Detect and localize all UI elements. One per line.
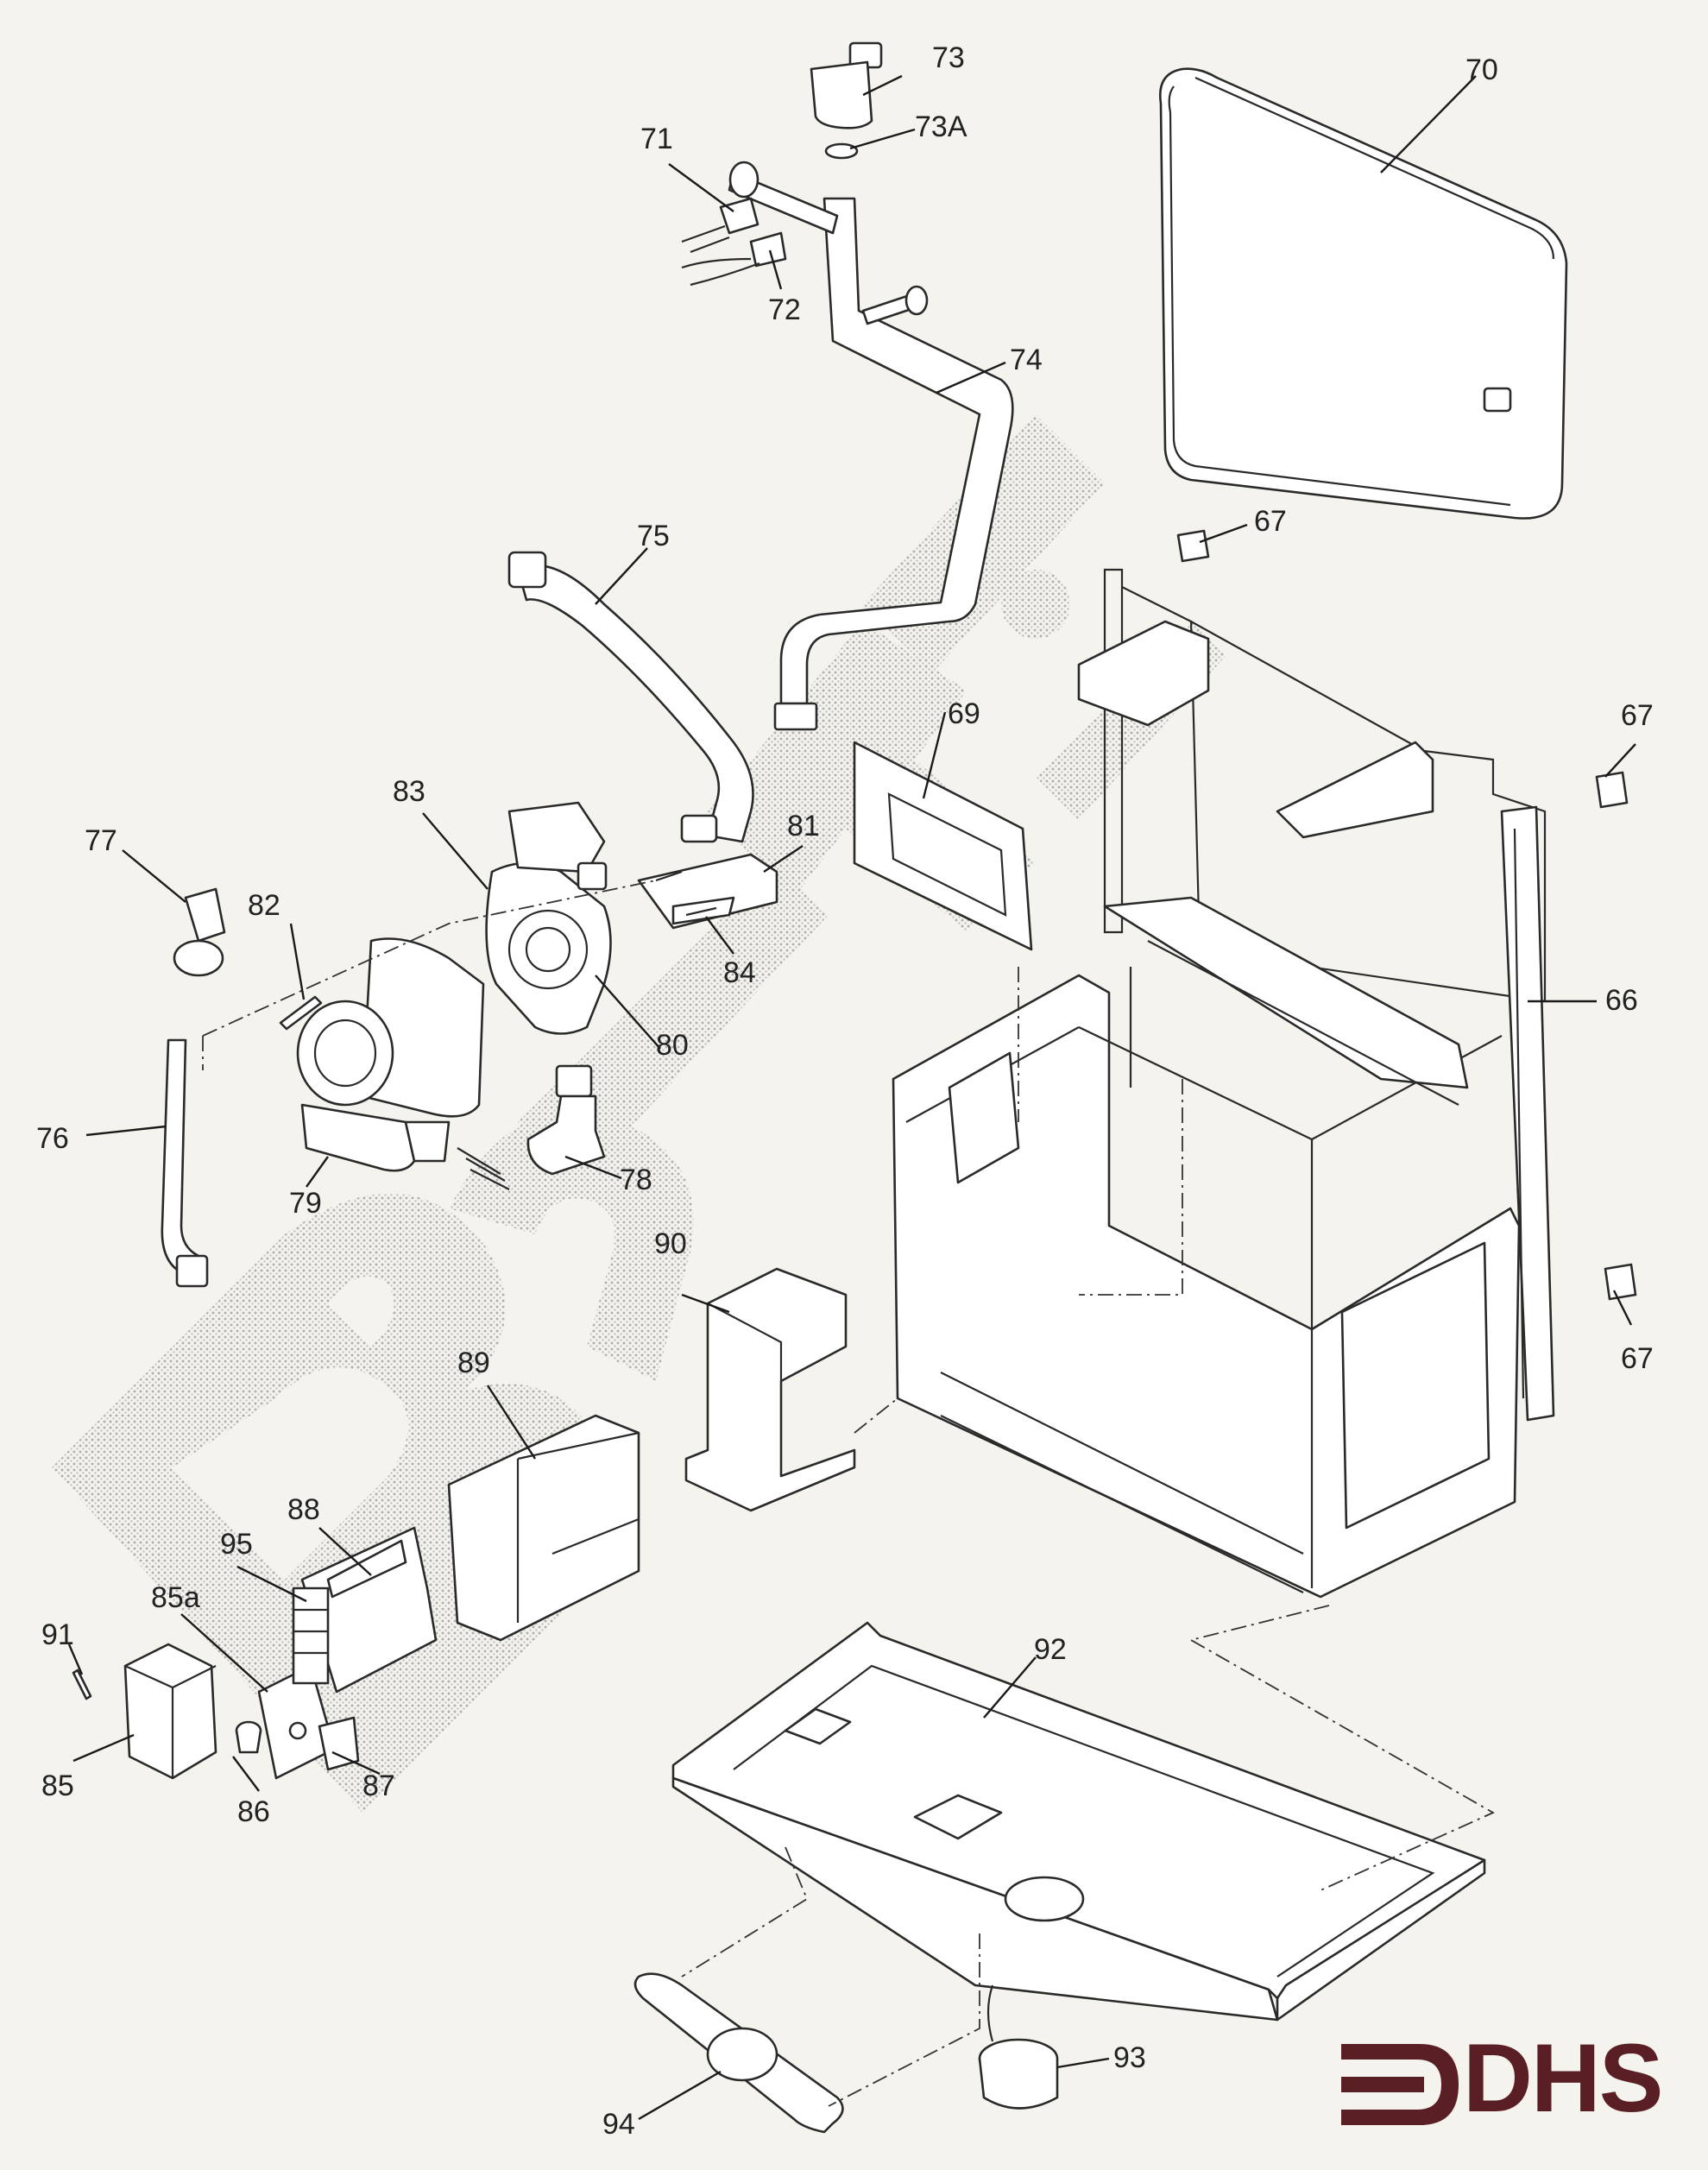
pump-motor bbox=[296, 937, 510, 1190]
label-67-right: 67 bbox=[1621, 699, 1654, 732]
label-79: 79 bbox=[289, 1187, 322, 1220]
air-vent bbox=[810, 41, 883, 160]
label-75: 75 bbox=[637, 520, 670, 552]
flow-pipe bbox=[728, 161, 1014, 731]
label-82: 82 bbox=[248, 889, 280, 922]
label-86: 86 bbox=[237, 1795, 270, 1828]
mounting-plate bbox=[853, 741, 1033, 951]
leader-lines bbox=[67, 74, 1636, 2121]
label-85: 85 bbox=[41, 1769, 74, 1802]
label-89: 89 bbox=[457, 1347, 490, 1379]
label-92: 92 bbox=[1034, 1633, 1067, 1666]
label-71: 71 bbox=[640, 123, 673, 155]
label-80: 80 bbox=[656, 1029, 689, 1062]
label-90: 90 bbox=[654, 1227, 687, 1260]
label-93: 93 bbox=[1113, 2041, 1146, 2074]
fascia-badge bbox=[633, 1972, 844, 2134]
label-70: 70 bbox=[1465, 54, 1498, 86]
cover-plate bbox=[684, 1267, 856, 1512]
pressure-gauge bbox=[978, 1984, 1059, 2110]
dhs-logo-text: DHS bbox=[1463, 2024, 1663, 2132]
label-84: 84 bbox=[723, 956, 756, 989]
pcb-cover bbox=[447, 1414, 640, 1642]
label-85a: 85a bbox=[151, 1581, 200, 1614]
label-73a: 73A bbox=[915, 110, 967, 143]
label-77: 77 bbox=[85, 824, 117, 857]
label-67-top: 67 bbox=[1254, 505, 1287, 538]
bracket bbox=[637, 853, 778, 930]
label-72: 72 bbox=[768, 293, 801, 326]
screw bbox=[279, 995, 323, 1031]
label-73: 73 bbox=[932, 41, 965, 74]
label-78: 78 bbox=[620, 1164, 652, 1196]
label-76: 76 bbox=[36, 1122, 69, 1155]
assembly-lines bbox=[202, 880, 1495, 2107]
transformer bbox=[123, 1643, 217, 1780]
clip bbox=[1176, 529, 1637, 1301]
label-87: 87 bbox=[362, 1769, 395, 1802]
pcb-assembly bbox=[257, 1526, 438, 1780]
label-94: 94 bbox=[602, 2108, 635, 2141]
label-69: 69 bbox=[948, 697, 980, 730]
pump-body bbox=[485, 801, 612, 1035]
part-labels: 70 73 73A 71 72 74 75 67 67 67 66 69 81 … bbox=[36, 41, 1654, 2141]
label-95: 95 bbox=[220, 1528, 253, 1561]
label-91: 91 bbox=[41, 1618, 74, 1651]
grommet bbox=[235, 1720, 262, 1754]
expansion-vessel bbox=[1158, 67, 1568, 520]
label-83: 83 bbox=[393, 775, 425, 808]
chassis-frame bbox=[892, 568, 1555, 1599]
label-88: 88 bbox=[287, 1493, 320, 1526]
sensors bbox=[681, 197, 787, 287]
label-66: 66 bbox=[1605, 984, 1638, 1017]
label-67-bottom: 67 bbox=[1621, 1342, 1654, 1375]
bypass-pipe bbox=[161, 887, 226, 1288]
screw bbox=[72, 1669, 92, 1700]
dhs-logo-mark bbox=[1341, 2044, 1459, 2125]
label-81: 81 bbox=[787, 810, 820, 842]
pipe-connector bbox=[526, 1064, 606, 1176]
base-tray bbox=[671, 1621, 1486, 2022]
label-74: 74 bbox=[1010, 344, 1043, 376]
return-pipe bbox=[507, 551, 754, 843]
